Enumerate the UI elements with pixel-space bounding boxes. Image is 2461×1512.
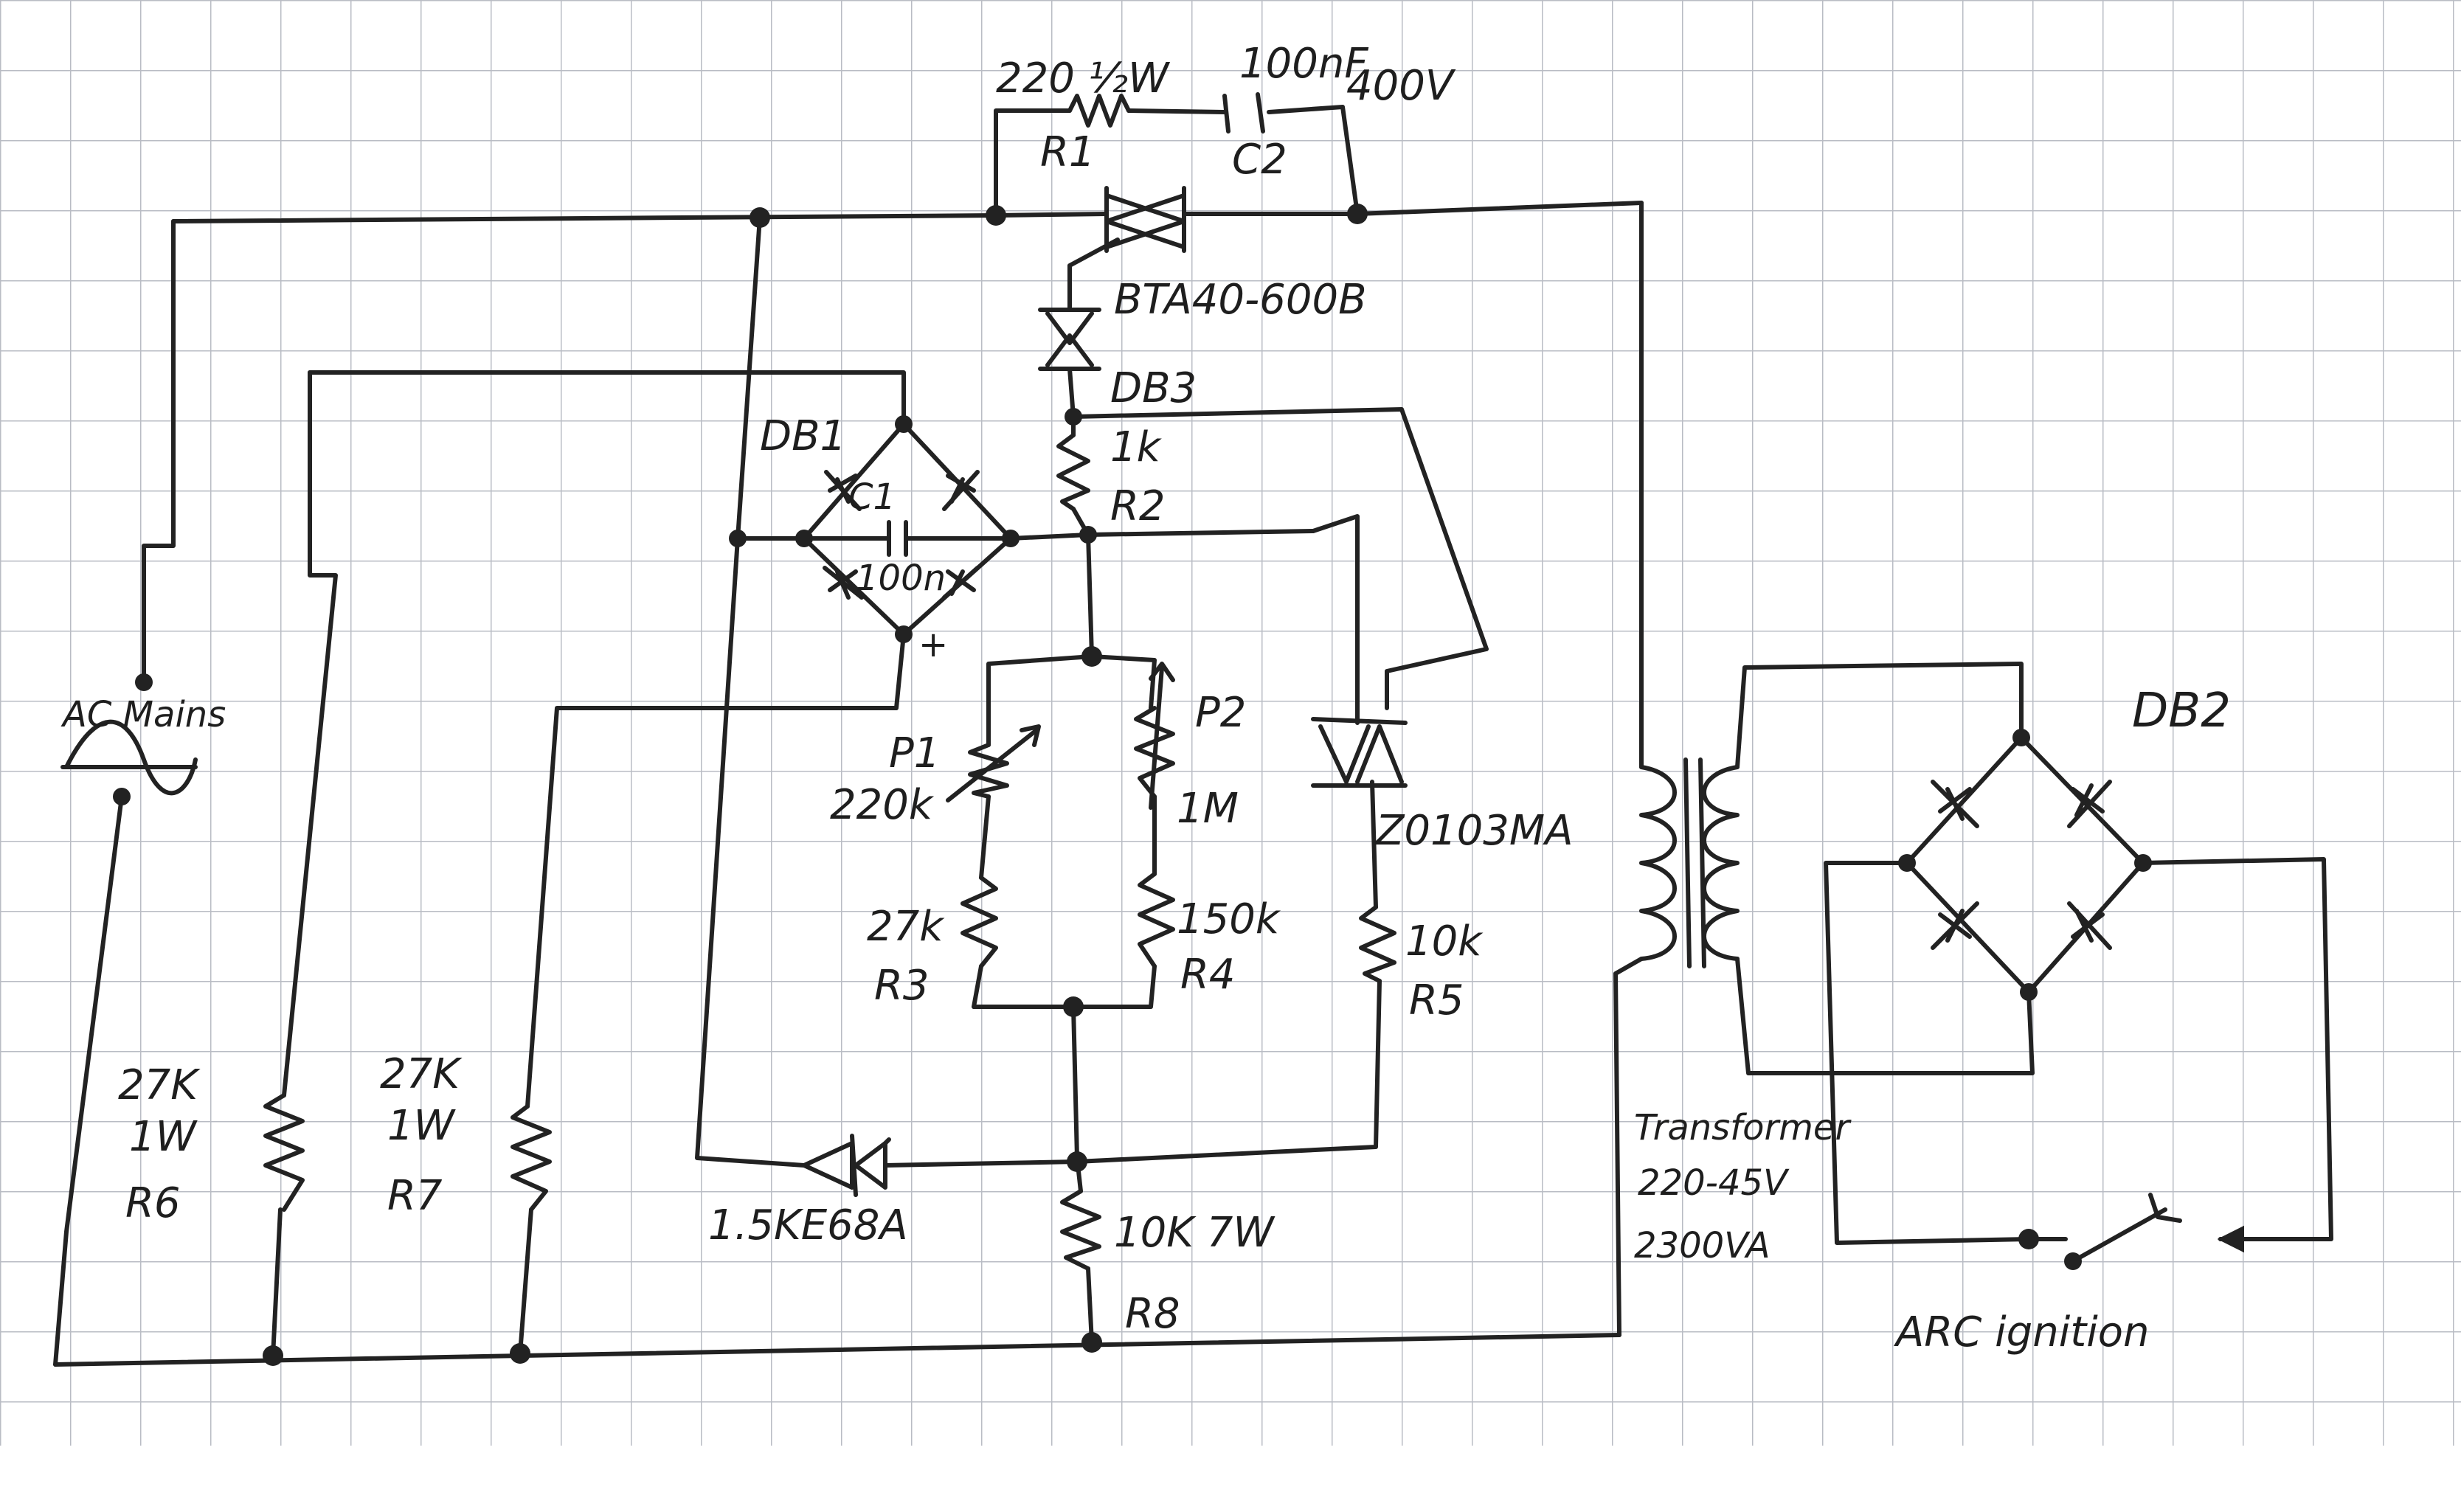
r4-value-label: 150k [1177,895,1281,943]
r3-value-label: 27k [867,903,945,951]
p1-name-label: P1 [889,729,940,777]
p1-potentiometer [946,724,1041,802]
p2-potentiometer [1134,662,1175,810]
db1-label: DB1 [760,412,846,460]
grid-paper [0,0,2461,1446]
r3-name-label: R3 [874,962,930,1010]
r1-value-label: 220 ½W [996,55,1171,103]
triac-main-label: BTA40-600B [1114,276,1367,324]
r6-value-label: 27K [118,1061,201,1109]
r7-resistor [510,1104,552,1212]
transformer-power-label: 2300VA [1634,1225,1771,1266]
transformer-ratio-label: 220-45V [1638,1162,1790,1204]
r8-resistor [1060,1189,1101,1271]
r8-name-label: R8 [1125,1290,1180,1338]
r3-resistor [960,875,998,968]
r2-value-label: 1k [1110,423,1163,471]
db2-label: DB2 [2132,684,2231,738]
c1-name-label: C1 [848,476,896,518]
tvs-label: 1.5KE68A [708,1201,908,1249]
r5-name-label: R5 [1409,977,1464,1024]
ac-mains-label: AC Mains [60,694,226,735]
r1-resistor [1067,94,1131,128]
diac-label: DB3 [1110,364,1197,412]
c2-name-label: C2 [1232,136,1287,184]
c1-polarity-label: + [918,624,948,665]
r7-name-label: R7 [387,1172,443,1220]
c2-value-label: 100nF [1239,40,1368,88]
c2-voltage-label: 400V [1346,62,1456,110]
wires [53,105,2333,1367]
triac-bta40-symbol [1104,186,1186,253]
c1-capacitor [802,520,1013,557]
p1-value-label: 220k [830,781,935,829]
c1-value-label: 100n [856,558,946,599]
ac-mains-source [60,719,198,796]
r2-name-label: R2 [1110,482,1166,530]
r6-name-label: R6 [125,1179,181,1227]
triac-z0103ma-symbol [1311,717,1408,788]
r7-value-label: 27K [380,1050,463,1098]
p2-name-label: P2 [1195,689,1246,737]
triac-small-label: Z0103MA [1374,807,1574,855]
r7-power-label: 1W [387,1102,457,1150]
c2-capacitor [1222,92,1265,133]
junction-dots [113,204,2152,1366]
transformer-name-label: Transformer [1634,1107,1852,1148]
tvs-diode-1-5ke68a [802,1134,891,1197]
r5-resistor [1359,905,1396,983]
r8-value-label: 10K 7W [1114,1209,1276,1257]
transformer-symbol [1639,757,1740,968]
arc-ignition-label: ARC ignition [1894,1308,2150,1356]
r4-resistor [1138,872,1175,968]
r5-value-label: 10k [1405,918,1484,965]
r6-power-label: 1W [129,1113,198,1161]
r6-resistor [263,1093,305,1212]
r1-name-label: R1 [1040,128,1095,176]
p2-value-label: 1M [1177,785,1239,833]
r2-resistor [1056,433,1090,511]
r4-name-label: R4 [1180,951,1236,999]
diac-db3-symbol [1038,308,1101,371]
